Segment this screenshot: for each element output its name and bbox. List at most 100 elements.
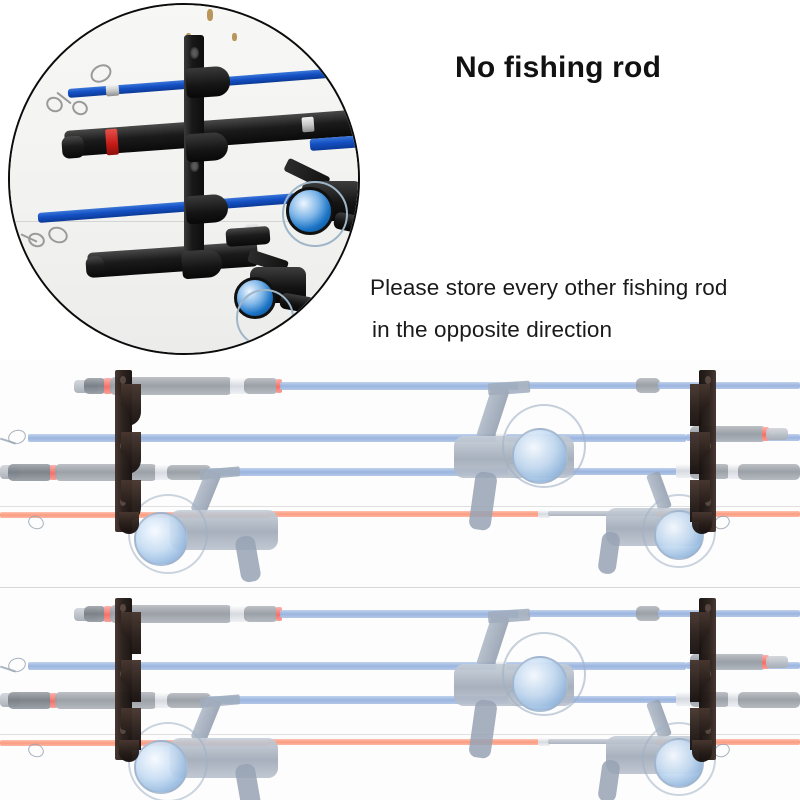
wall-mark-icon (232, 33, 237, 41)
bracket-screw-hole (120, 376, 126, 384)
reel-foot (487, 608, 531, 624)
reel-foot (487, 380, 531, 396)
rod-rack-bracket-left (115, 370, 161, 535)
rod-grip (8, 692, 52, 709)
rod-ferrule (155, 465, 169, 480)
bracket-screw-hole (120, 498, 126, 506)
fishing-rod-blue (528, 610, 638, 617)
reel-handle (597, 530, 621, 576)
fishing-rod-blue (28, 434, 498, 442)
fishing-rod-blue (658, 382, 800, 389)
fishing-rod-orange (656, 739, 800, 745)
product-scene-top (0, 360, 800, 588)
rod-accent-band (276, 607, 282, 621)
fishing-rod-blue (208, 696, 508, 704)
fishing-rod-blue (528, 382, 638, 389)
spinning-reel-right (586, 470, 726, 588)
bracket-screw-hole (120, 604, 126, 612)
inset-rod-ferrule (105, 84, 120, 97)
reel-bail-arm (502, 632, 586, 716)
rod-accent-band (104, 378, 112, 394)
rod-ferrule (155, 693, 169, 708)
reel-handle (468, 698, 498, 760)
inset-reel-seat-lower (225, 225, 271, 247)
spinning-reel-center (392, 608, 592, 760)
scene-divider (0, 587, 800, 588)
reel-foot (199, 694, 241, 708)
inset-bracket-hook (181, 248, 223, 280)
inset-rod-ferrule (301, 116, 315, 133)
wall-mark-icon (207, 9, 213, 21)
spinning-reel-lower-left (128, 466, 302, 588)
reel-handle (468, 470, 498, 532)
rod-ferrule (230, 378, 246, 394)
reel-foot (199, 466, 241, 480)
rod-grip (244, 606, 278, 622)
rod-grip (84, 378, 106, 394)
fishing-rod-orange (268, 511, 540, 517)
page-title: No fishing rod (455, 51, 662, 84)
fishing-rod-blue (280, 382, 520, 390)
reel-bail-arm (282, 181, 348, 247)
rod-rack-bracket-right (670, 370, 716, 535)
rod-grip (84, 606, 106, 622)
inset-red-accent-band (105, 128, 119, 156)
rod-guide-icon (45, 223, 71, 247)
fishing-rod-blue (280, 610, 520, 618)
inset-bracket-hook (185, 131, 229, 163)
rod-accent-band (50, 465, 57, 480)
inset-spinning-reel-upper (272, 157, 358, 263)
inset-bracket-hook (185, 65, 231, 99)
fishing-rod-blue (506, 662, 686, 670)
rod-accent-band (276, 379, 282, 393)
fishing-rod-blue (506, 434, 686, 442)
rod-grip (636, 606, 660, 621)
inset-rod-butt-cap (61, 135, 85, 159)
rod-accent-band (762, 655, 769, 669)
fishing-rod-thin-gray (548, 739, 658, 744)
bracket-hook-bottom (692, 740, 712, 762)
bracket-hook-bottom (119, 512, 139, 534)
inset-wall-background (10, 5, 358, 353)
rod-guide-icon (69, 98, 91, 118)
fishing-rod-thin-gray (548, 511, 658, 516)
fishing-rod-blue (28, 662, 498, 670)
rod-rack-bracket-left (115, 598, 161, 763)
rod-grip (738, 692, 800, 708)
rod-grip (244, 378, 278, 394)
closeup-photo-inset (8, 3, 360, 355)
bracket-hook-bottom (692, 512, 712, 534)
reel-bail-arm (236, 289, 294, 347)
fishing-rod-orange (268, 739, 540, 745)
fishing-rod-blue (520, 696, 680, 703)
rod-ferrule (538, 510, 550, 518)
rod-ferrule (676, 464, 692, 478)
rod-ferrule (230, 606, 246, 622)
bracket-screw-hole (705, 604, 711, 612)
rod-ferrule (538, 738, 550, 746)
rod-grip (8, 464, 52, 481)
wall-seam (0, 506, 800, 507)
rod-grip (738, 464, 800, 480)
bracket-screw-hole (120, 726, 126, 734)
rod-ferrule (676, 692, 692, 706)
reel-bail-arm (502, 404, 586, 488)
rod-rack-bracket-right (670, 598, 716, 763)
rod-guide-icon (87, 60, 115, 87)
instruction-line-2: in the opposite direction (372, 317, 613, 342)
inset-bracket-screw-hole (190, 160, 199, 172)
rod-butt-cap (766, 428, 788, 440)
rod-guide-icon (6, 427, 28, 447)
rod-ferrule (728, 464, 740, 479)
rod-accent-band (50, 693, 57, 708)
wall-seam (0, 734, 800, 735)
rod-butt-cap (766, 656, 788, 668)
reel-bail-arm (128, 494, 208, 574)
rod-accent-band (104, 606, 112, 622)
fishing-rod-orange (656, 511, 800, 517)
bracket-hook-bottom (119, 740, 139, 762)
spinning-reel-lower-left (128, 694, 302, 800)
rod-grip (636, 378, 660, 393)
rod-ferrule (728, 692, 740, 707)
